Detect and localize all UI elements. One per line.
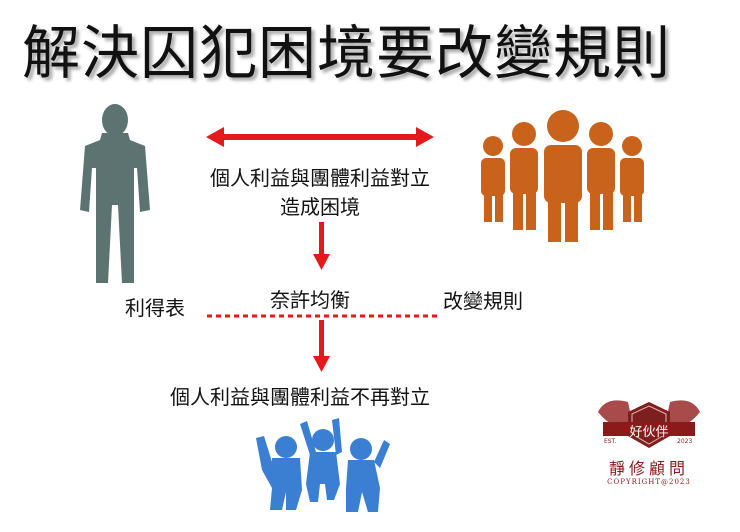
down-arrow-to-result [313, 320, 330, 372]
logo-copyright: COPYRIGHT@2023 [607, 478, 691, 486]
company-logo-crest [583, 392, 715, 492]
conflict-double-arrow [206, 127, 434, 147]
logo-brand: 好伙伴 [629, 425, 669, 440]
individual-person-icon [80, 104, 150, 283]
conflict-text-line1: 個人利益與團體利益對立 [210, 166, 430, 190]
label-nash-equilibrium: 奈許均衡 [270, 288, 350, 312]
celebrating-people-icon [256, 418, 390, 512]
logo-company-name: 靜修顧問 [608, 459, 689, 478]
logo-year: 2023 [677, 438, 693, 445]
page-title: 解決囚犯困境要改變規則 [22, 19, 672, 87]
conflict-text-line2: 造成困境 [280, 195, 360, 219]
logo-est: EST. [604, 438, 617, 445]
group-people-icon [481, 110, 644, 242]
result-text: 個人利益與團體利益不再對立 [170, 385, 430, 409]
down-arrow-to-nash [313, 222, 330, 270]
label-payoff-table: 利得表 [125, 296, 185, 320]
label-change-rules: 改變規則 [443, 289, 523, 313]
